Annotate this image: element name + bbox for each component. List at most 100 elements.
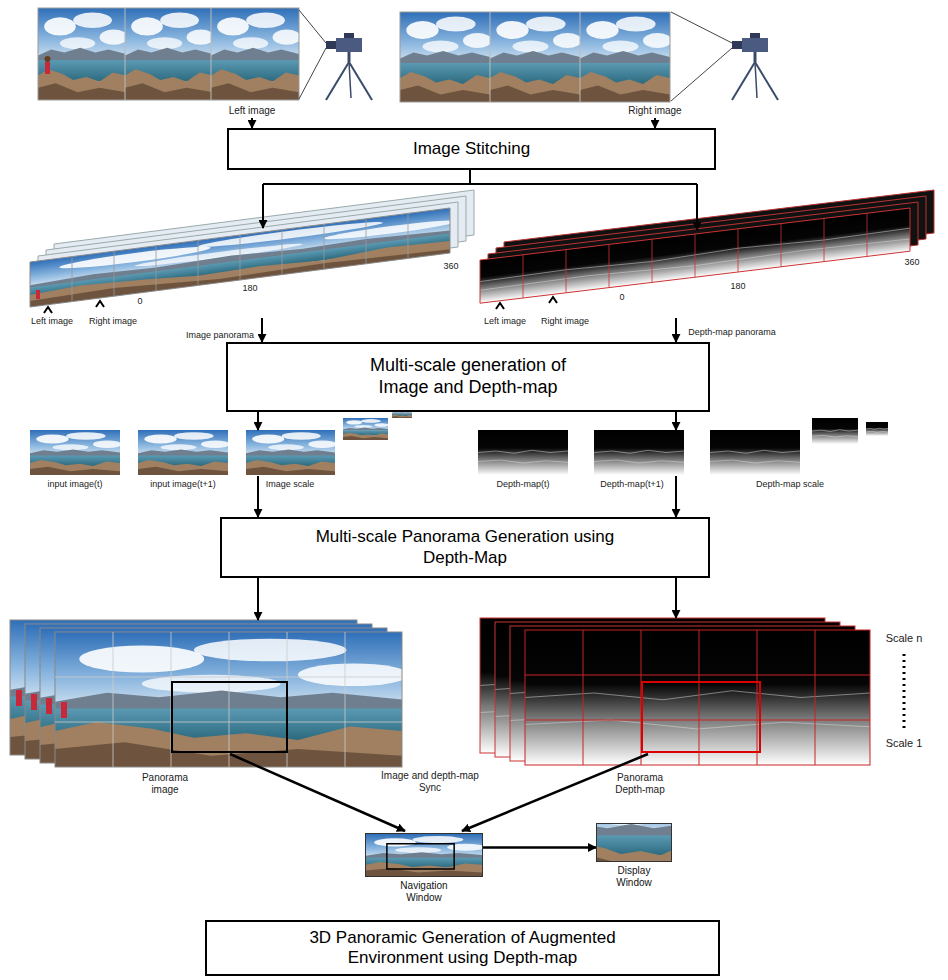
panorama-depth-stack [480,618,870,765]
photo-seam [125,8,126,100]
flow-arrow [675,476,677,517]
person [36,290,40,299]
window-figure: Navigation Window [365,833,483,903]
process-box: Image Stitching [227,128,716,170]
flow-arrow [230,754,405,831]
camera-top [750,33,760,38]
caption-label: Left image [31,316,73,326]
depth-map [480,208,910,303]
depth-map [866,422,888,436]
box-text: 3D Panoramic Generation of Augmented Env… [298,928,628,969]
tripod-leg [326,62,349,100]
camera-lens [326,41,336,49]
right-photo-set [400,12,672,102]
flow-arrow [257,476,259,517]
window-picture [366,834,482,876]
photo [400,12,492,102]
person [61,702,67,718]
panorama-grid [55,632,402,767]
panorama-front [480,208,910,303]
view-line [671,12,732,43]
flow-arrows [230,118,697,831]
photo-seam [580,12,581,102]
photo [30,430,122,475]
panorama-frame [30,208,450,307]
view-line [299,48,326,99]
caption-label: Left image [484,316,526,326]
photo [580,12,672,102]
caption-label: 180 [242,283,257,293]
depth-map [525,630,870,765]
view-line [671,48,732,101]
caption-label: Left image [229,105,276,117]
process-box: 3D Panoramic Generation of Augmented Env… [205,920,720,976]
panorama-grid [72,213,408,301]
window-picture [597,824,671,861]
depth-grid [525,630,870,765]
camera-body [742,38,768,52]
tripod-head [754,52,757,62]
person [16,690,22,706]
tripod-head [348,52,351,62]
caret-mark [44,301,104,313]
photo [343,418,389,440]
caption-label: 180 [730,281,745,291]
box-label: Image Stitching [413,139,530,159]
window-label: Display Window [609,865,659,888]
box-text: Image Stitching [413,139,530,159]
caret-mark [496,297,557,309]
flow-arrow [257,412,259,430]
panorama-front [30,207,458,307]
box-label: Multi-scale generation of Image and Dept… [348,355,588,398]
photo [138,430,230,475]
flow-arrow [257,578,259,620]
camera-body [336,38,362,52]
camera-lens [732,41,742,49]
image-scale-row [30,408,888,475]
depth-map [710,430,800,475]
photo-frame [38,8,299,100]
window-label: Navigation Window [393,880,455,903]
caption-label: Scale 1 [886,737,923,750]
caption-label: Image and depth-map Sync [375,770,485,793]
view-line [299,10,326,43]
photo [38,8,128,100]
photo [490,12,582,102]
flow-arrow [675,578,677,618]
tripod-leg [732,62,755,100]
tripod-leg [755,62,757,98]
caption-label: Depth-map scale [756,479,824,489]
scale-dots [903,654,906,730]
photo [30,207,458,307]
process-box: Multi-scale Panorama Generation using De… [220,517,710,578]
box-label: 3D Panoramic Generation of Augmented Env… [298,928,628,969]
caption-label: 360 [904,257,919,267]
view-highlight [642,682,760,752]
depth-map [812,418,858,444]
tripod-leg [349,62,372,100]
photo [366,834,482,876]
panorama-frame [480,208,910,303]
flow-arrow [654,118,656,128]
person [31,694,37,710]
flow-connector [483,846,596,849]
box-text: Multi-scale generation of Image and Dept… [348,355,588,398]
view-highlight [172,682,287,752]
photo-seam [211,8,212,100]
flow-arrow [675,412,677,430]
caption-label: 0 [619,292,624,302]
caption-label: Right image [628,105,681,117]
person [45,56,51,62]
caption-label: Image panorama [186,330,254,340]
flow-branch [263,170,697,184]
caption-label: input image(t) [47,479,102,489]
caption-label: Right image [541,316,589,326]
photo-frame [55,632,402,767]
panorama-grid [523,213,867,298]
caption-label: Depth-map panorama [688,327,776,337]
caption-label: 360 [443,261,458,271]
process-box: Multi-scale generation of Image and Dept… [226,342,710,412]
caption-label: Panorama image [135,772,195,795]
